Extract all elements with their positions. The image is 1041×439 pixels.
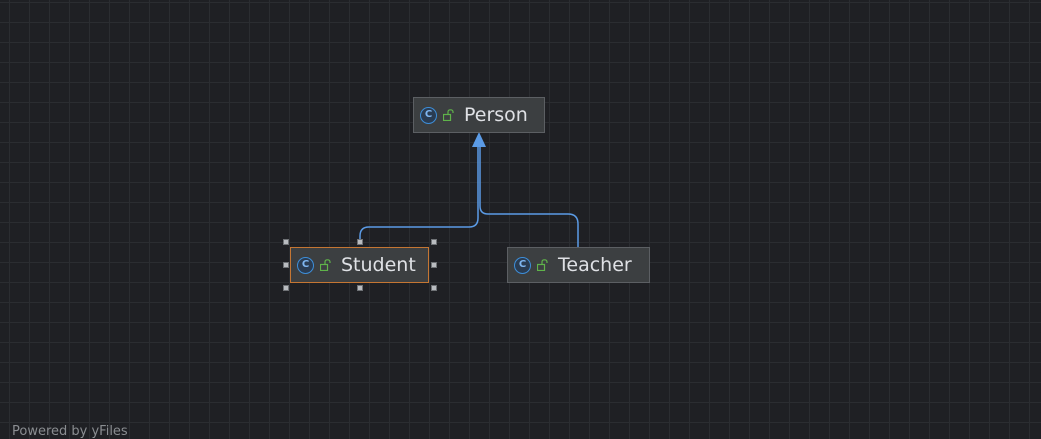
class-name-label: Student — [341, 254, 416, 276]
class-name-label: Person — [464, 104, 528, 126]
resize-handle-top-right[interactable] — [431, 239, 437, 245]
class-node-student[interactable]: C Student — [290, 247, 429, 283]
public-access-icon — [320, 259, 331, 271]
resize-handle-top-left[interactable] — [283, 239, 289, 245]
resize-handle-bottom-right[interactable] — [431, 285, 437, 291]
class-node-teacher[interactable]: C Teacher — [507, 247, 650, 283]
class-icon: C — [420, 106, 437, 124]
public-access-icon — [443, 109, 454, 121]
resize-handle-left[interactable] — [283, 262, 289, 268]
public-access-icon — [537, 259, 548, 271]
resize-handle-bottom[interactable] — [357, 285, 363, 291]
edge-student-to-person[interactable] — [359, 147, 479, 242]
class-node-person[interactable]: C Person — [413, 97, 545, 133]
class-icon: C — [297, 256, 314, 274]
powered-by-footer: Powered by yFiles — [12, 424, 128, 439]
resize-handle-right[interactable] — [431, 262, 437, 268]
edge-teacher-to-person[interactable] — [479, 147, 579, 248]
inheritance-arrowhead — [472, 132, 486, 147]
resize-handle-top[interactable] — [357, 239, 363, 245]
resize-handle-bottom-left[interactable] — [283, 285, 289, 291]
class-icon: C — [514, 256, 531, 274]
class-name-label: Teacher — [558, 254, 632, 276]
